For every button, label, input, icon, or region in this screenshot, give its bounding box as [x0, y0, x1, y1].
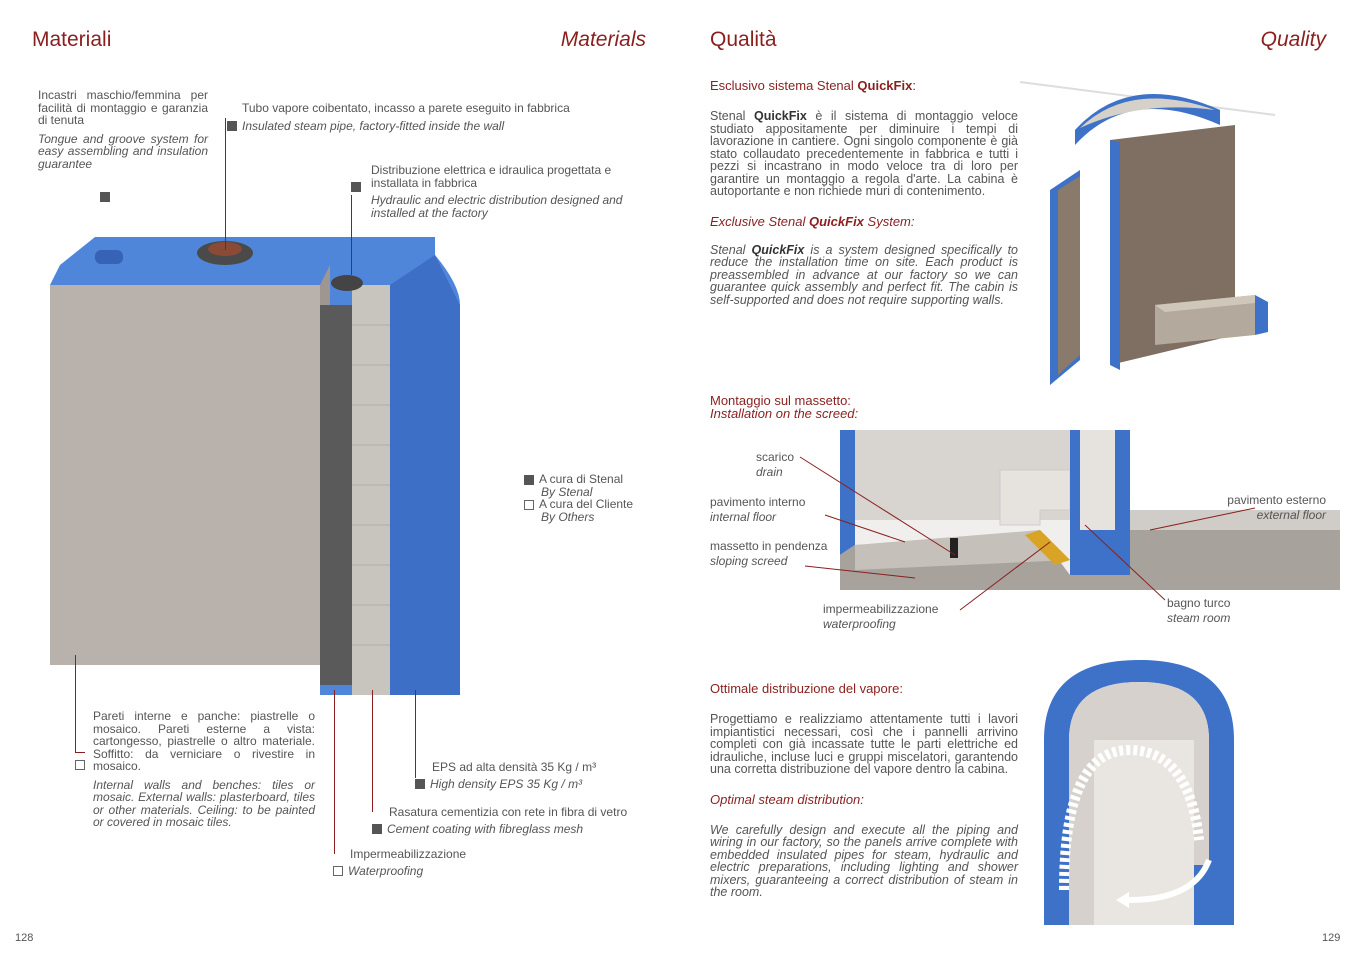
eps-label: EPS ad alta densità 35 Kg / m³ High dens…: [415, 761, 596, 790]
quickfix-section: Esclusivo sistema Stenal QuickFix: Stena…: [710, 78, 1018, 307]
steam-distribution-illustration: [1044, 660, 1234, 925]
tongue-groove-label: Incastri maschio/femmina per facilità di…: [38, 88, 208, 171]
legend-stenal-swatch: [524, 474, 534, 485]
page-title-it-right: Qualità: [710, 28, 777, 51]
legend: A cura di Stenal By Stenal A cura del Cl…: [524, 473, 633, 523]
page-title-it: Materiali: [32, 28, 112, 51]
legend-client-swatch: [524, 499, 534, 510]
quickfix-cabin-illustration: [1020, 81, 1276, 385]
client-marker: [75, 760, 85, 770]
page-number-left: 128: [15, 932, 34, 944]
waterproofing-label: Impermeabilizzazione Waterproofing: [333, 848, 466, 877]
page-title-en: Materials: [560, 28, 646, 51]
walls-label: Pareti interne e panche: piastrelle o mo…: [93, 709, 315, 829]
wall-panel-illustration: [50, 237, 460, 695]
page-number-right: 129: [1322, 932, 1341, 944]
cement-label: Rasatura cementizia con rete in fibra di…: [372, 806, 627, 835]
conduit-icon: [331, 275, 363, 291]
steam-pipe-label: Tubo vapore coibentato, incasso a parete…: [227, 102, 617, 132]
steam-section: Ottimale distribuzione del vapore: Proge…: [710, 681, 1018, 899]
screed-heading: Montaggio sul massetto:Installation on t…: [710, 393, 859, 421]
stenal-marker: [100, 192, 110, 202]
drain-icon: [950, 538, 958, 558]
page-title-en-right: Quality: [1260, 28, 1326, 51]
steam-flow-arrow-icon: [1059, 744, 1204, 891]
distribution-label: Distribuzione elettrica e idraulica prog…: [351, 164, 631, 219]
